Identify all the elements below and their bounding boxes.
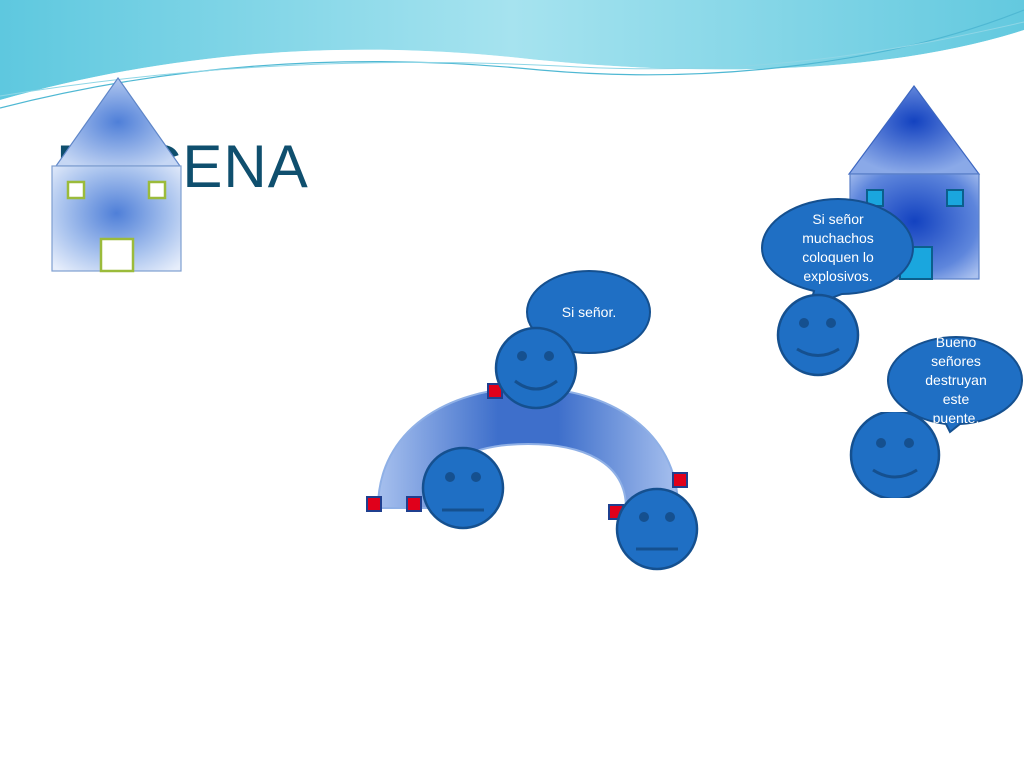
speech-bubble-bueno: Bueno señores destruyan este puente. (925, 333, 987, 426)
explosive-marker (366, 496, 382, 512)
speech-bubble-muchachos: Si señor muchachos coloquen lo explosivo… (802, 211, 874, 284)
top-wave-decoration (0, 0, 1024, 112)
speech-bubble-shape (886, 335, 1024, 434)
explosive-marker (672, 472, 688, 488)
speech-bubble-shape (760, 197, 915, 308)
explosive-marker (406, 496, 422, 512)
smiley-face-happy (849, 412, 941, 498)
speech-bubble-si-senor: Si señor. (561, 303, 617, 320)
smiley-face-neutral (615, 487, 699, 571)
smiley-face-happy (494, 326, 578, 410)
smiley-face-neutral (421, 446, 505, 530)
smiley-face-happy (776, 293, 860, 377)
left-house (51, 76, 182, 273)
